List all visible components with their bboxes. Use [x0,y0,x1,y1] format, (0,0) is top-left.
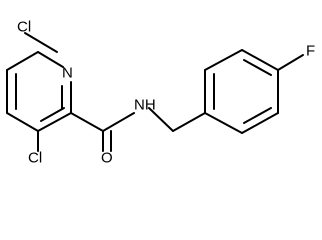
bond-ch2-phenyl [172,112,206,132]
molecule-structure: Cl N Cl O NH F [6,19,315,167]
atom-cl-bottom: Cl [28,150,42,167]
bond-ring-bottom-left [6,112,39,132]
bond-benzene-top-right [241,49,279,71]
bond-benzene-top-inner [243,59,272,76]
atom-o-carbonyl: O [101,150,113,167]
bond-benzene-f [277,54,304,71]
bond-c2-carbonyl [70,112,104,132]
fluorophenyl-ring [204,49,304,134]
atom-cl-top: Cl [17,19,31,36]
bond-ring-c6-n [37,51,64,68]
bond-ring-bottom-right [37,112,72,132]
atom-nh-amide: NH [134,97,156,114]
bond-nh-ch2 [148,107,174,132]
bond-benzene-top-left [204,49,243,71]
bond-cl-top-c6 [24,32,58,53]
bond-ring-top-left [6,51,39,71]
bond-carbonyl-nh [102,112,135,132]
bond-benzene-bottom-inner [243,107,272,124]
pyridine-ring [6,32,72,132]
bond-benzene-bottom-right [241,112,279,134]
atom-f-para: F [306,43,315,60]
bond-ring-bottom-inner [40,107,65,122]
bond-benzene-bottom-left [204,112,243,134]
atom-n-ring: N [62,65,73,82]
